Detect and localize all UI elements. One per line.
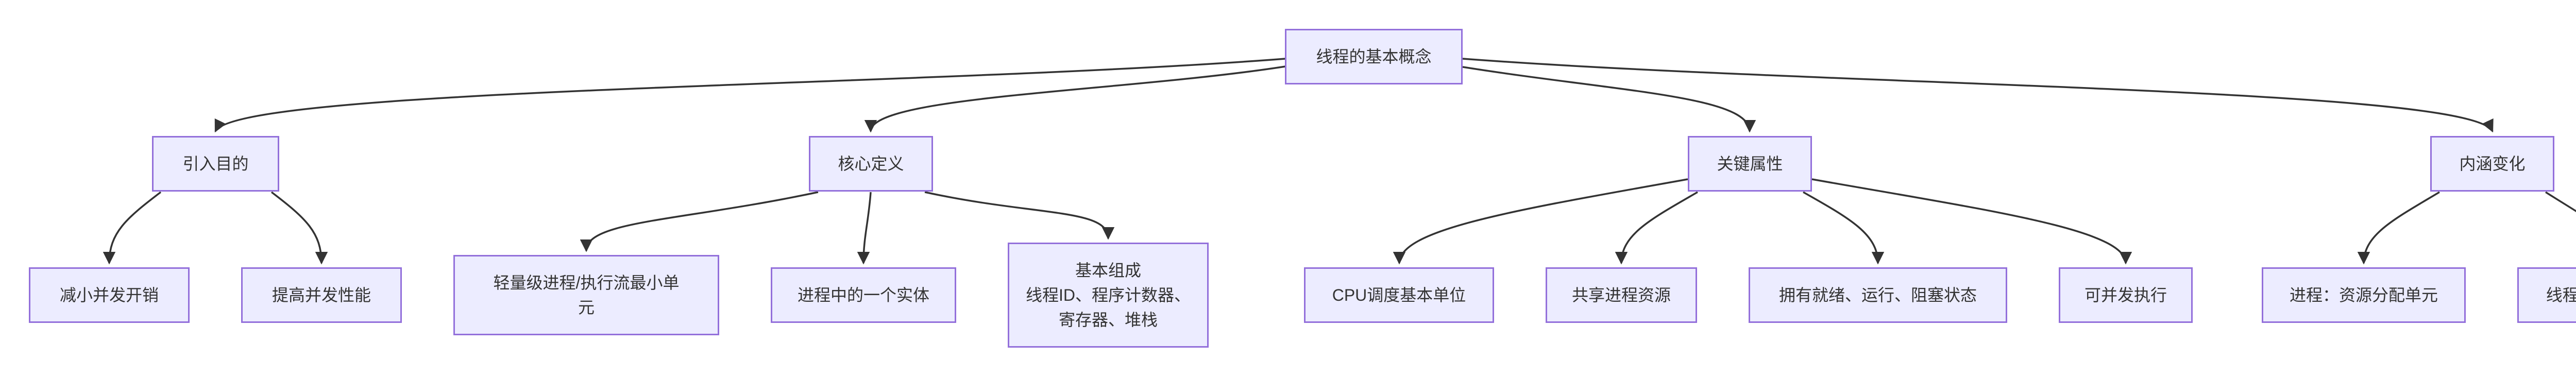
node-concurrent-execution: 可并发执行 [2059,267,2193,323]
node-root: 线程的基本概念 [1285,29,1463,84]
node-basic-composition: 基本组成 线程ID、程序计数器、 寄存器、堆栈 [1008,243,1209,348]
node-purpose: 引入目的 [152,136,279,192]
node-entity-in-process: 进程中的一个实体 [771,267,956,323]
edge-purpose-improve-performance [270,191,328,265]
edge-root-core-definition [864,65,1286,133]
node-connotation-change: 内涵变化 [2430,136,2554,192]
node-key-attributes: 关键属性 [1688,136,1812,192]
node-improve-performance: 提高并发性能 [241,267,402,323]
edge-attrs-cpu-scheduling-unit [1393,178,1688,265]
node-cpu-scheduling-unit: CPU调度基本单位 [1304,267,1494,323]
node-share-process-resources: 共享进程资源 [1546,267,1697,323]
edge-root-key-attributes [1462,66,1756,133]
edge-connot-thread-cpu-unit [2545,191,2576,212]
edge-attrs-thread-states [1803,191,1885,265]
edge-root-connotation-change [1462,58,2494,133]
edge-core-entity-in-process [857,192,872,265]
node-lightweight-process: 轻量级进程/执行流最小单 元 [453,255,719,335]
edge-attrs-concurrent-execution [1811,178,2132,265]
edge-attrs-share-process-resources [1615,191,1698,265]
edge-core-lightweight-process [580,191,819,252]
node-thread-states: 拥有就绪、运行、阻塞状态 [1749,267,2007,323]
edge-core-basic-composition [924,191,1115,240]
edge-root-purpose [214,58,1286,133]
edge-purpose-reduce-overhead [103,191,162,265]
node-process-resource-unit: 进程：资源分配单元 [2262,267,2466,323]
edge-connot-process-resource-unit [2357,191,2440,265]
node-thread-cpu-unit: 线程：CPU执行单元 [2517,267,2576,323]
node-core-definition: 核心定义 [809,136,933,192]
node-reduce-overhead: 减小并发开销 [29,267,190,323]
